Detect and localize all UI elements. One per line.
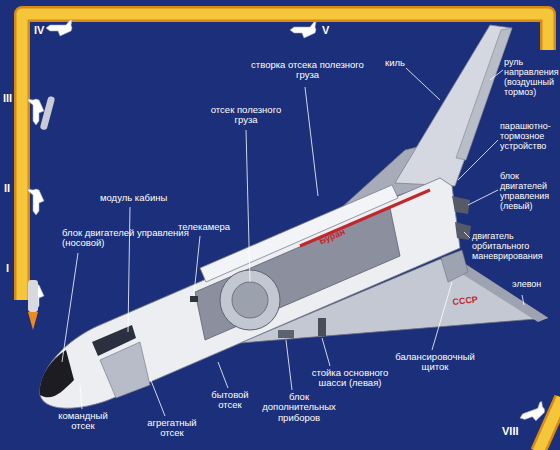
stage-number: IV [34, 24, 58, 36]
part-label: парашютно-тормозное устройство [500, 122, 558, 152]
fuselage [40, 178, 460, 408]
part-label: элевон [512, 280, 552, 290]
part-label: бытовой отсек [204, 390, 256, 411]
mini-shuttle [517, 402, 547, 426]
hull-marking: СССР [452, 294, 489, 308]
part-label: блок дополнительных приборов [258, 392, 340, 423]
mini-shuttle [290, 22, 316, 38]
landing-gear [318, 318, 326, 336]
payload-door [200, 185, 398, 282]
part-label: блок двигателей управления (носовой) [62, 228, 192, 249]
engine [452, 196, 470, 214]
fin [395, 25, 512, 186]
nose-cap [40, 350, 74, 397]
part-label: агрегатный отсек [136, 418, 208, 439]
part-label: створка отсека полезного груза [250, 60, 365, 81]
stage-number: II [4, 182, 18, 194]
elevon [459, 264, 548, 322]
mini-shuttle [46, 20, 72, 36]
camera [190, 296, 198, 302]
booster [40, 96, 56, 131]
payload-module-inner [232, 282, 268, 318]
part-label: руль направления (воздушный тормоз) [504, 58, 558, 98]
mini-shuttle [28, 99, 44, 125]
instrument-block [278, 330, 294, 338]
part-label: балансировочный щиток [392, 352, 478, 373]
stage-number: V [322, 24, 342, 36]
part-label: командный отсек [52, 411, 114, 432]
body-flap [441, 250, 468, 282]
stage-number: VIII [502, 425, 532, 437]
hull-marking: Буран [318, 222, 359, 247]
part-label: отсек полезного груза [205, 105, 287, 126]
engine [455, 222, 471, 240]
part-label: киль [385, 58, 409, 68]
stage-number: III [3, 92, 17, 104]
part-label: блок двигателей управления (левый) [500, 172, 558, 212]
booster [28, 280, 38, 312]
part-label: двигатель орбитального маневрирования [472, 232, 558, 262]
stage-number: I [6, 262, 16, 274]
part-label: стойка основного шасси (левая) [300, 368, 400, 389]
part-label: модуль кабины [100, 193, 170, 203]
cabin-cutaway [100, 342, 150, 398]
mini-shuttle [28, 189, 44, 215]
flame [28, 312, 38, 330]
leader-lines [62, 68, 524, 416]
